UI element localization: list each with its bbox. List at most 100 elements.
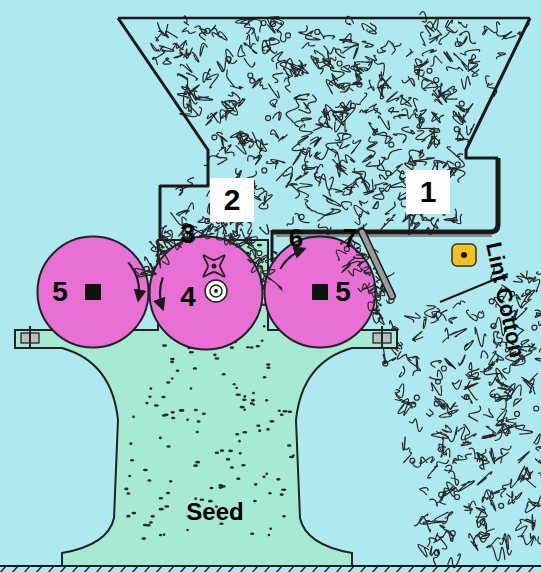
cotton-fibre (186, 73, 197, 80)
cotton-fibre (292, 67, 299, 77)
cotton-fibre (454, 454, 472, 464)
cotton-fibre (299, 124, 312, 137)
seed-speck (147, 479, 151, 482)
cotton-fibre (535, 310, 541, 316)
cotton-fibre (449, 471, 459, 485)
cotton-fibre (402, 77, 415, 86)
cotton-fibre (268, 46, 277, 53)
cotton-fibre (499, 293, 506, 300)
seed-speck (195, 461, 200, 464)
seed-speck (186, 418, 189, 421)
cotton-fibre (156, 31, 162, 41)
seed-speck (201, 299, 204, 302)
cotton-fibre (224, 234, 231, 245)
cotton-fibre (510, 291, 515, 296)
cotton-fibre (380, 284, 391, 294)
cotton-fibre (232, 235, 246, 245)
cotton-fibre (265, 252, 277, 263)
cotton-fibre (313, 164, 323, 176)
cotton-fibre (225, 110, 235, 117)
cotton-fibre (391, 181, 404, 187)
cotton-fibre (453, 301, 465, 308)
cotton-fibre (487, 498, 495, 511)
cotton-fibre (361, 269, 370, 276)
cotton-fibre (475, 327, 486, 346)
cotton-fibre (452, 380, 461, 389)
cotton-fibre (162, 233, 171, 244)
cotton-fibre (257, 251, 262, 256)
cotton-fibre (223, 223, 227, 234)
seed-speck (243, 408, 246, 411)
seed-speck (159, 534, 162, 537)
cotton-fibre (348, 268, 361, 275)
cotton-fibre (230, 86, 242, 89)
cotton-fibre (372, 289, 385, 306)
cotton-fibre (476, 506, 487, 517)
seed-speck (281, 488, 286, 491)
cotton-fibre (233, 231, 238, 237)
cotton-fibre (466, 363, 472, 377)
cotton-fibre (324, 46, 336, 54)
cotton-fibre (357, 82, 362, 87)
cotton-fibre (247, 35, 255, 49)
cotton-fibre (516, 425, 533, 434)
cotton-fibre (226, 49, 233, 63)
seed-speck (193, 367, 197, 370)
cotton-fibre (512, 358, 525, 365)
cotton-fibres (135, 223, 394, 314)
cotton-fibre (383, 361, 388, 366)
cotton-fibre (220, 147, 226, 153)
ground-hatch-line (359, 566, 366, 572)
cotton-fibre (355, 214, 362, 225)
seed-speck (194, 336, 197, 339)
seed-speck (145, 402, 148, 405)
cotton-fibre (432, 112, 444, 123)
seed-speck (179, 409, 184, 412)
cotton-fibre (362, 24, 376, 34)
cotton-fibre (311, 211, 323, 221)
cotton-fibre (283, 173, 292, 187)
seed-speck (265, 399, 268, 402)
cotton-fibre (446, 67, 462, 71)
cotton-fibre (520, 519, 535, 524)
cotton-fibre (252, 184, 264, 191)
seed-speck (262, 287, 265, 290)
seed-speck (132, 416, 135, 419)
rotation-arrow (160, 277, 163, 308)
seed-speck (166, 445, 170, 448)
cotton-fibre (400, 96, 411, 106)
seed-speck (189, 346, 193, 349)
cotton-fibre (449, 329, 467, 337)
seed-speck (197, 310, 201, 313)
ground-hatch-line (395, 566, 402, 572)
cotton-fibre (180, 178, 194, 191)
cotton-fibre (146, 270, 156, 275)
cotton-fibre (386, 297, 394, 303)
seed-speck (181, 257, 184, 260)
cotton-fibre (244, 19, 254, 34)
cotton-fibre (519, 344, 534, 352)
cotton-fibre (403, 215, 411, 222)
cotton-fibre (481, 351, 488, 358)
cotton-fibre (212, 135, 217, 140)
cotton-fibre (315, 29, 320, 34)
seed-speck (205, 294, 211, 297)
cotton-fibre (470, 501, 476, 514)
cotton-fibre (351, 140, 361, 154)
cotton-fibre (409, 419, 422, 432)
seed-speck (255, 345, 260, 348)
seed-speck (241, 464, 245, 467)
cotton-fibre (519, 340, 529, 347)
cotton-fibre (477, 472, 492, 485)
cotton-fibre (170, 235, 184, 250)
cotton-fibre (445, 465, 452, 471)
cotton-fibre (433, 549, 438, 564)
cotton-fibre (217, 61, 225, 71)
cotton-fibre (225, 236, 233, 245)
cotton-fibre (500, 534, 511, 555)
roller-body (150, 237, 263, 350)
cotton-fibre (513, 398, 521, 406)
seed-speck (128, 475, 131, 478)
seed-speck (126, 492, 130, 495)
cotton-fibre (361, 176, 373, 192)
